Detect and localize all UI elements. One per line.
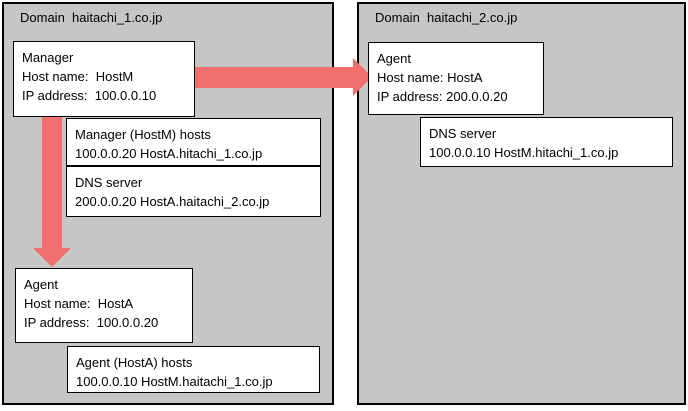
arrow-manager-to-agent1-shaft bbox=[42, 117, 62, 248]
manager-hosts-entry: 100.0.0.20 HostA.hitachi_1.co.jp bbox=[75, 146, 263, 161]
domain2-agent-ip-address: IP address: 200.0.0.20 bbox=[377, 89, 508, 104]
domain1-agent-hostname: Host name: HostA bbox=[24, 296, 134, 311]
arrow-manager-to-agent2-head-icon bbox=[353, 58, 372, 96]
agent-hosts-entry: 100.0.0.10 HostM.haitachi_1.co.jp bbox=[76, 374, 273, 389]
arrow-manager-to-agent1-head-icon bbox=[33, 248, 71, 267]
domain1-agent-ip-address: IP address: 100.0.0.20 bbox=[24, 315, 159, 330]
domain1-agent-box: Agent Host name: HostA IP address: 100.0… bbox=[15, 268, 193, 343]
domain2-dns-entry: 100.0.0.10 HostM.hitachi_1.co.jp bbox=[429, 145, 619, 160]
domain1-dns-box: DNS server 200.0.0.20 HostA.haitachi_2.c… bbox=[66, 166, 321, 217]
manager-box: Manager Host name: HostM IP address: 100… bbox=[13, 41, 195, 117]
domain1-dns-title: DNS server bbox=[75, 175, 143, 190]
manager-role-label: Manager bbox=[22, 50, 74, 65]
agent-hosts-box: Agent (HostA) hosts 100.0.0.10 HostM.hai… bbox=[67, 346, 320, 393]
domain1-agent-role-label: Agent bbox=[24, 277, 58, 292]
domain2-dns-title: DNS server bbox=[429, 126, 497, 141]
domain1-dns-entry: 200.0.0.20 HostA.haitachi_2.co.jp bbox=[75, 194, 270, 209]
manager-hosts-title: Manager (HostM) hosts bbox=[75, 127, 211, 142]
domain1-title: Domain haitachi_1.co.jp bbox=[20, 10, 163, 25]
domain2-agent-role-label: Agent bbox=[377, 51, 411, 66]
manager-hostname: Host name: HostM bbox=[22, 69, 134, 84]
arrow-manager-to-agent2-shaft bbox=[195, 67, 353, 88]
domain2-agent-box: Agent Host name: HostA IP address: 200.0… bbox=[368, 42, 544, 115]
manager-hosts-box: Manager (HostM) hosts 100.0.0.20 HostA.h… bbox=[66, 118, 321, 166]
manager-ip-address: IP address: 100.0.0.10 bbox=[22, 88, 157, 103]
domain2-dns-box: DNS server 100.0.0.10 HostM.hitachi_1.co… bbox=[420, 117, 673, 167]
domain2-agent-hostname: Host name: HostA bbox=[377, 70, 483, 85]
domain2-title: Domain haitachi_2.co.jp bbox=[375, 10, 518, 25]
agent-hosts-title: Agent (HostA) hosts bbox=[76, 355, 193, 370]
